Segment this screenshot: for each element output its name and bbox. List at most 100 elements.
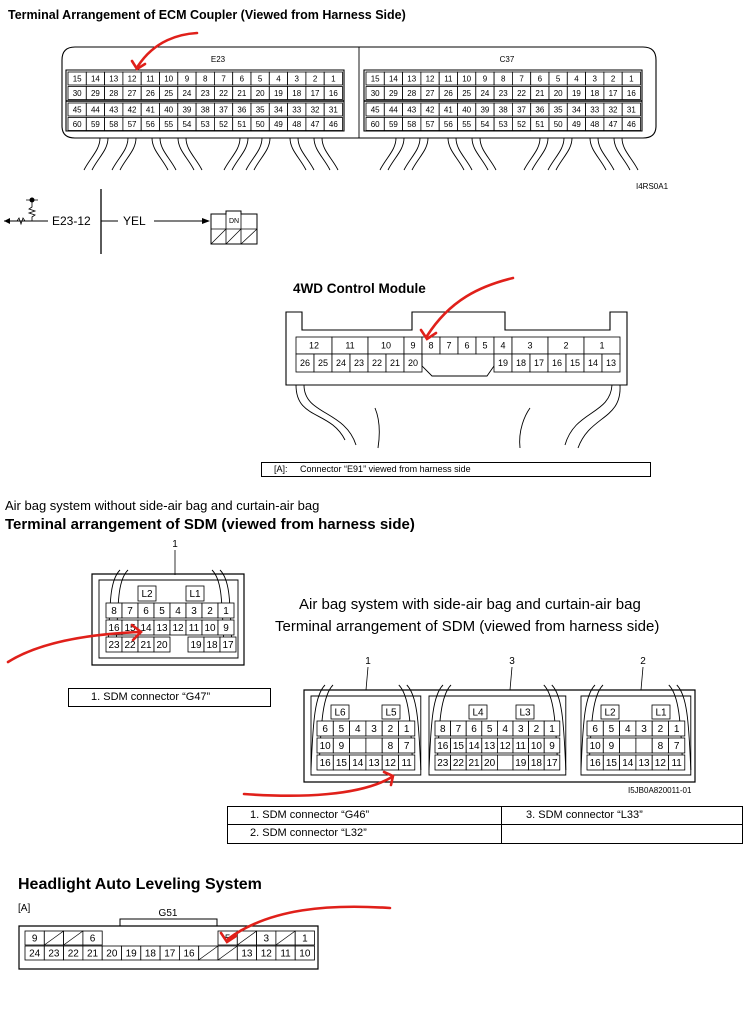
- sdm2-right-inner-shell: [580, 695, 692, 776]
- e23-pin: 40: [164, 105, 173, 114]
- c37-pin: 45: [371, 105, 380, 114]
- c37-pin: 57: [426, 120, 435, 129]
- c37-pin: 44: [389, 105, 398, 114]
- g51-pin-top: 6: [90, 934, 96, 945]
- wire-arrow-right: [202, 218, 210, 224]
- red-arrow-stroke: [6, 630, 142, 664]
- e23-pin: 9: [185, 74, 190, 83]
- c37-pin: 11: [444, 74, 453, 83]
- sdm2-left-latch-wire: [406, 684, 422, 771]
- red-annotations: [6, 31, 515, 944]
- c37-pin: 52: [517, 120, 526, 129]
- c37-pin: 8: [501, 74, 506, 83]
- c37-pin: 31: [627, 105, 636, 114]
- g51-pin-bottom: 23: [48, 949, 60, 960]
- red-arrow-stroke: [226, 905, 392, 941]
- sdm1-pin: 14: [140, 623, 152, 634]
- c37-pin-cell: [621, 71, 641, 86]
- harness-wire: [387, 137, 405, 171]
- fourwd-pin-bottom: 21: [390, 358, 400, 368]
- e23-pin: 15: [73, 74, 82, 83]
- harness-wire: [159, 137, 177, 171]
- harness-wire: [245, 137, 263, 171]
- e23-pin: 33: [292, 105, 301, 114]
- sdm2-left-lock: L5: [385, 708, 397, 719]
- harness-wire: [597, 137, 615, 171]
- sdm2-middle-pin: 14: [468, 741, 480, 752]
- sdm2-middle-pin: 23: [437, 758, 449, 769]
- sdm1-pin: 13: [156, 623, 168, 634]
- c37-pin: 32: [609, 105, 618, 114]
- headlight-tag: [A]: [18, 903, 31, 914]
- dn-slash: [210, 228, 227, 245]
- harness-wire: [151, 137, 169, 171]
- fourwd-pin-bottom: 18: [516, 358, 526, 368]
- sdm2-right-pin: 15: [606, 758, 618, 769]
- g51-pin-bottom: 11: [280, 949, 291, 960]
- g51-pin-bottom: 19: [126, 949, 138, 960]
- sdm2-right-pin: 14: [622, 758, 634, 769]
- c37-pin: 37: [517, 105, 526, 114]
- e23-pin: 8: [203, 74, 208, 83]
- fourwd-harness: [295, 384, 346, 441]
- fourwd-pin-bottom: 16: [552, 358, 562, 368]
- sdm1-pin: 20: [156, 640, 168, 651]
- e23-pin: 38: [201, 105, 210, 114]
- c37-pin: 10: [462, 74, 471, 83]
- harness-wire: [613, 137, 631, 171]
- sdm2-left-pin: 3: [371, 724, 377, 735]
- fourwd-pin-bottom: 22: [372, 358, 382, 368]
- fourwd-pin-bottom: 14: [588, 358, 598, 368]
- sdm1-inner-shell: [98, 579, 239, 659]
- sdm1-legend: 1. SDM connector “G47”: [68, 688, 271, 707]
- fourwd-pin-bottom: 17: [534, 358, 544, 368]
- c37-pin: 16: [627, 89, 636, 98]
- sdm1-pin: 17: [222, 640, 234, 651]
- e23-pin: 10: [164, 74, 173, 83]
- sdm2-left-pin: 1: [404, 724, 410, 735]
- c37-pin: 20: [554, 89, 563, 98]
- harness-wire: [313, 137, 331, 171]
- c37-outline: [363, 69, 643, 132]
- sdm2-figure-code: I5JB0A820011-01: [628, 786, 692, 795]
- c37-pin: 12: [426, 74, 435, 83]
- sdm2-left-pin: 5: [339, 724, 345, 735]
- harness-wire: [321, 137, 339, 171]
- e23-pin: 5: [258, 74, 263, 83]
- c37-pin: 51: [535, 120, 544, 129]
- sdm1-pin: 19: [190, 640, 202, 651]
- sdm2-left-inner-shell: [310, 695, 422, 776]
- callout-leader: [365, 666, 369, 691]
- sdm2-legend-table: 1. SDM connector “G46” 3. SDM connector …: [227, 806, 743, 844]
- e23-pin: 22: [219, 89, 228, 98]
- red-arrow-stroke: [382, 770, 395, 787]
- sdm2-middle-pin: 7: [456, 724, 462, 735]
- e23-pin: 28: [109, 89, 118, 98]
- sdm2-right-pin: 10: [590, 741, 602, 752]
- c37-pin: 56: [444, 120, 453, 129]
- fourwd-caption: [A]: Connector “E91” viewed from harness…: [261, 462, 651, 477]
- sdm2-left-pin: 10: [320, 741, 332, 752]
- fourwd-pin-bottom: 20: [408, 358, 418, 368]
- c37-pin: 38: [499, 105, 508, 114]
- harness-wire: [411, 137, 429, 171]
- harness-wire: [403, 137, 421, 171]
- c37-pin: 22: [517, 89, 526, 98]
- sdm2-right-pin: 6: [592, 724, 598, 735]
- sdm2-middle-pin-cell: [543, 754, 561, 771]
- blank-pin-slash: [217, 945, 238, 961]
- sdm2-right-lock: L1: [655, 708, 667, 719]
- sdm1-pin: 9: [223, 623, 229, 634]
- sdm2-left-latch-wire: [310, 684, 326, 771]
- lock-label-l1: L1: [189, 589, 201, 600]
- blank-pin-slash: [275, 930, 296, 946]
- e23-pin: 56: [146, 120, 155, 129]
- sdm2-heading-1: Air bag system with side-air bag and cur…: [299, 596, 641, 613]
- sdm2-right-pin-cell: [668, 754, 686, 771]
- red-arrow-stroke: [425, 276, 515, 338]
- sdm2-left-pin: 16: [320, 758, 332, 769]
- fourwd-caption-tag: [A]:: [274, 464, 288, 474]
- e23-pin: 31: [329, 105, 338, 114]
- fourwd-key: [421, 354, 495, 377]
